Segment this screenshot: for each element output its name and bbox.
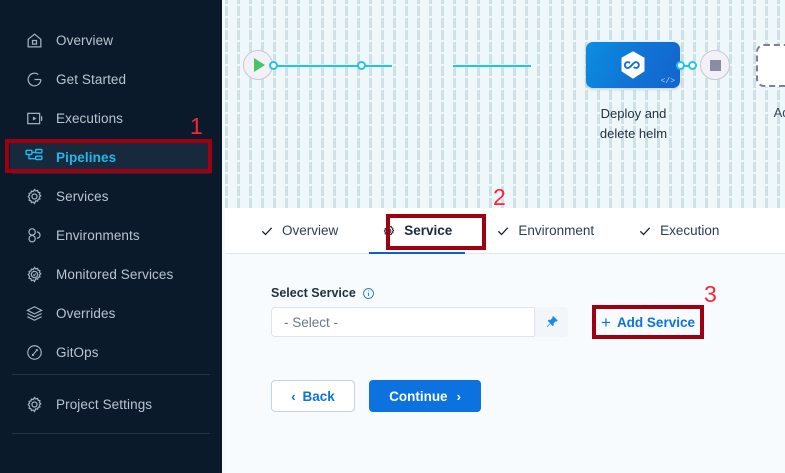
back-button-label: Back <box>302 388 335 404</box>
add-stage-label: Add Stage <box>773 105 785 120</box>
service-form-panel: Select Service - Select - + Add Service <box>225 254 785 473</box>
back-button[interactable]: ‹ Back <box>271 380 355 412</box>
stage-label: Deploy and delete helm <box>561 104 706 144</box>
stop-icon <box>709 59 721 71</box>
tab-service[interactable]: Service <box>369 208 466 255</box>
sidebar-bottom-section: Project Settings <box>0 362 222 446</box>
info-icon[interactable] <box>362 287 375 300</box>
annotation-number-3: 3 <box>704 281 717 307</box>
pipeline-stage-deploy-and-delete-helm[interactable]: </> <box>586 42 680 88</box>
sidebar-item-project-settings[interactable]: Project Settings <box>10 387 212 421</box>
sidebar-item-label: Monitored Services <box>56 266 174 282</box>
sidebar-canvas-gap <box>222 0 225 473</box>
rocket-start-icon <box>23 68 45 90</box>
layers-icon <box>23 302 45 324</box>
stage-code-badge[interactable]: </> <box>660 77 675 86</box>
sidebar-item-overview[interactable]: Overview <box>10 23 212 57</box>
sidebar-item-label: Overrides <box>56 305 116 321</box>
add-service-label: Add Service <box>616 314 695 330</box>
connector-stage-to-addstage <box>453 65 531 67</box>
add-service-button[interactable]: + Add Service <box>596 307 700 337</box>
check-icon <box>260 224 274 238</box>
chevron-left-icon: ‹ <box>291 388 296 404</box>
annotation-number-1: 1 <box>190 113 203 139</box>
gear-icon <box>23 185 45 207</box>
pipeline-icon <box>23 146 45 168</box>
sidebar-item-get-started[interactable]: Get Started <box>10 62 212 96</box>
stage-label-line2: delete helm <box>599 126 668 141</box>
sidebar-item-label: Get Started <box>56 71 127 87</box>
pushpin-icon[interactable] <box>535 307 568 337</box>
sidebar-item-label: Pipelines <box>56 149 117 165</box>
stage-tab-bar: Overview Service Environment <box>225 208 785 255</box>
stage-output-port[interactable] <box>676 61 685 70</box>
sidebar-divider-bottom <box>12 433 210 434</box>
tab-environment[interactable]: Environment <box>483 208 607 254</box>
sidebar-item-services[interactable]: Services <box>10 179 212 213</box>
sidebar-item-monitored-services[interactable]: Monitored Services <box>10 257 212 291</box>
sidebar-item-label: Services <box>56 188 109 204</box>
sidebar-item-label: Overview <box>56 32 114 48</box>
select-service-label-group: Select Service <box>271 286 375 300</box>
continue-button[interactable]: Continue › <box>369 380 481 412</box>
tab-label: Overview <box>282 223 339 238</box>
tab-label: Environment <box>518 223 595 238</box>
environments-icon <box>23 224 45 246</box>
add-stage-button[interactable] <box>756 44 785 87</box>
sidebar-item-gitops[interactable]: GitOps <box>10 335 212 369</box>
sidebar-item-pipelines[interactable]: Pipelines <box>10 140 212 174</box>
check-icon <box>496 224 510 238</box>
stage-label-line1: Deploy and <box>600 106 667 121</box>
gear-icon <box>382 224 396 238</box>
annotation-number-2: 2 <box>493 184 506 210</box>
sidebar-item-label: Project Settings <box>56 396 153 412</box>
gitops-icon <box>23 341 45 363</box>
pipeline-canvas[interactable]: </> Deploy and delete helm Add Stage <box>225 0 785 208</box>
sidebar-divider-top <box>12 374 210 375</box>
continue-button-label: Continue <box>389 388 448 404</box>
select-service-placeholder: - Select - <box>284 314 339 330</box>
harness-cd-hexagon-icon <box>619 50 647 80</box>
gear-icon <box>23 393 45 415</box>
sidebar-nav-list: Overview Get Started Executions <box>0 0 222 369</box>
select-service-control: - Select - <box>271 307 568 337</box>
sidebar-item-executions[interactable]: Executions <box>10 101 212 135</box>
pipeline-start-node[interactable] <box>243 50 273 80</box>
sidebar: Overview Get Started Executions <box>0 0 222 473</box>
select-service-label: Select Service <box>271 286 356 300</box>
form-action-buttons: ‹ Back Continue › <box>271 380 481 412</box>
sidebar-item-label: GitOps <box>56 344 99 360</box>
sidebar-item-label: Executions <box>56 110 124 126</box>
tab-label: Service <box>404 223 453 238</box>
home-icon <box>23 29 45 51</box>
play-icon <box>254 58 265 72</box>
pipeline-end-node[interactable] <box>700 50 730 80</box>
sidebar-item-label: Environments <box>56 227 140 243</box>
start-node-port[interactable] <box>269 61 278 70</box>
tab-overview[interactable]: Overview <box>247 208 351 254</box>
plus-icon: + <box>601 312 611 332</box>
play-box-icon <box>23 107 45 129</box>
sidebar-item-environments[interactable]: Environments <box>10 218 212 252</box>
gear-check-icon <box>23 263 45 285</box>
tab-execution[interactable]: Execution <box>625 208 732 254</box>
chevron-right-icon: › <box>456 388 461 404</box>
tab-label: Execution <box>660 223 720 238</box>
select-service-input[interactable]: - Select - <box>271 307 535 337</box>
connector-start-to-stage <box>272 65 392 67</box>
stage-input-port[interactable] <box>357 61 366 70</box>
check-icon <box>638 224 652 238</box>
sidebar-item-overrides[interactable]: Overrides <box>10 296 212 330</box>
end-node-port[interactable] <box>688 61 697 70</box>
